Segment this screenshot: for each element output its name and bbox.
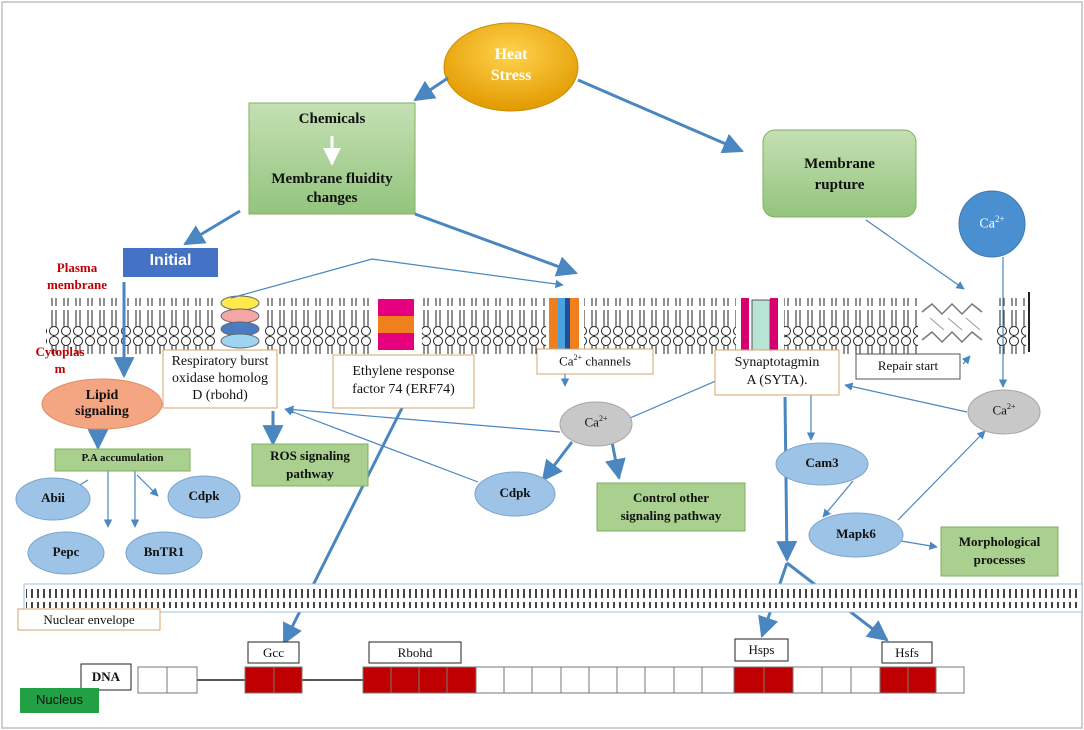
plasma-membrane (46, 292, 1030, 354)
dna-strand (137, 666, 965, 694)
control-other-box (596, 482, 746, 532)
cdpk-left-label: Cdpk (188, 488, 220, 503)
syta-label-box (714, 349, 840, 396)
gene-rbohd-box (368, 641, 462, 664)
cytoplasm-label: Cytoplas m (35, 344, 85, 376)
bntr1-node (125, 531, 203, 575)
membrane-fluidity-label: Membrane fluidity changes (271, 171, 393, 206)
gene-hsfs-label: Hsfs (895, 645, 919, 660)
pepc-node (27, 531, 105, 575)
bntr1-label: BnTR1 (143, 544, 185, 559)
initial-box (123, 248, 218, 277)
rbohd-label-box (162, 349, 278, 409)
ca-ion-right-node (967, 389, 1041, 435)
pa-accumulation-label: P.A accumulation (81, 452, 164, 464)
heat-stress-node (443, 22, 579, 112)
membrane-rupture-gap (918, 296, 996, 356)
syta-protein (736, 296, 784, 356)
membrane-rupture-box (762, 129, 917, 218)
nucleus-label: Nucleus (36, 692, 83, 707)
ros-pathway-box (251, 443, 369, 487)
gene-hsps-box (734, 638, 789, 662)
rbohd-label: Respiratory burst oxidase homolog D (rbo… (171, 354, 269, 403)
initial-label: Initial (149, 252, 192, 269)
gene-gcc-box (247, 641, 300, 664)
cdpk-mid-label: Cdpk (499, 485, 531, 500)
chemicals-label: Chemicals (298, 111, 366, 127)
cdpk-left-node (167, 475, 241, 519)
abii-label: Abii (41, 490, 65, 505)
abii-node (15, 477, 91, 521)
cam3-node (775, 442, 869, 486)
repair-start-label: Repair start (877, 358, 939, 373)
gene-hsps-label: Hsps (748, 642, 775, 657)
ca-ion-top-label: Ca2+ (979, 214, 1005, 232)
erf74-protein (372, 296, 422, 356)
pa-accumulation-box (54, 448, 191, 472)
mapk6-node (808, 512, 904, 558)
erf74-label-box (332, 354, 475, 409)
cam3-label: Cam3 (805, 455, 839, 470)
ca-ion-right-label: Ca2+ (992, 402, 1016, 418)
plasma-membrane-label: Plasma membrane (47, 260, 107, 292)
pepc-label: Pepc (52, 544, 80, 559)
repair-start-box (855, 353, 961, 380)
membrane-rupture-label: Membrane rupture (804, 156, 875, 193)
dna-label: DNA (91, 669, 121, 684)
gene-rbohd-label: Rbohd (397, 645, 433, 660)
nuclear-envelope (23, 583, 1083, 613)
ca-channels-label-box (536, 348, 654, 375)
morphological-label: Morphological processes (958, 534, 1041, 567)
nuclear-envelope-label: Nuclear envelope (43, 612, 135, 627)
nucleus-label-box (20, 688, 99, 713)
lipid-signaling-node (41, 378, 163, 430)
heat-stress-label: Heat Stress (490, 46, 532, 84)
lipid-signaling-label: Lipid signaling (75, 388, 129, 419)
nuclear-envelope-label-box (17, 608, 161, 631)
ca-ion-mid-node (559, 401, 633, 447)
ca-ion-mid-label: Ca2+ (584, 414, 608, 430)
gene-hsfs-box (881, 641, 933, 664)
dna-label-box (80, 663, 132, 691)
cdpk-mid-node (474, 471, 556, 517)
ca-channel-protein (546, 296, 584, 356)
erf74-label: Ethylene response factor 74 (ERF74) (352, 364, 455, 397)
control-other-label: Control other signaling pathway (620, 490, 722, 523)
rbohd-protein (215, 295, 265, 356)
morphological-box (940, 526, 1059, 577)
gene-gcc-label: Gcc (263, 645, 284, 660)
mapk6-label: Mapk6 (836, 526, 876, 541)
ca-ion-top-node (958, 190, 1026, 258)
ca-channels-label: Ca2+ channels (559, 353, 631, 369)
ros-pathway-label: ROS signaling pathway (270, 448, 350, 481)
syta-label: Synaptotagmin A (SYTA). (734, 355, 820, 388)
